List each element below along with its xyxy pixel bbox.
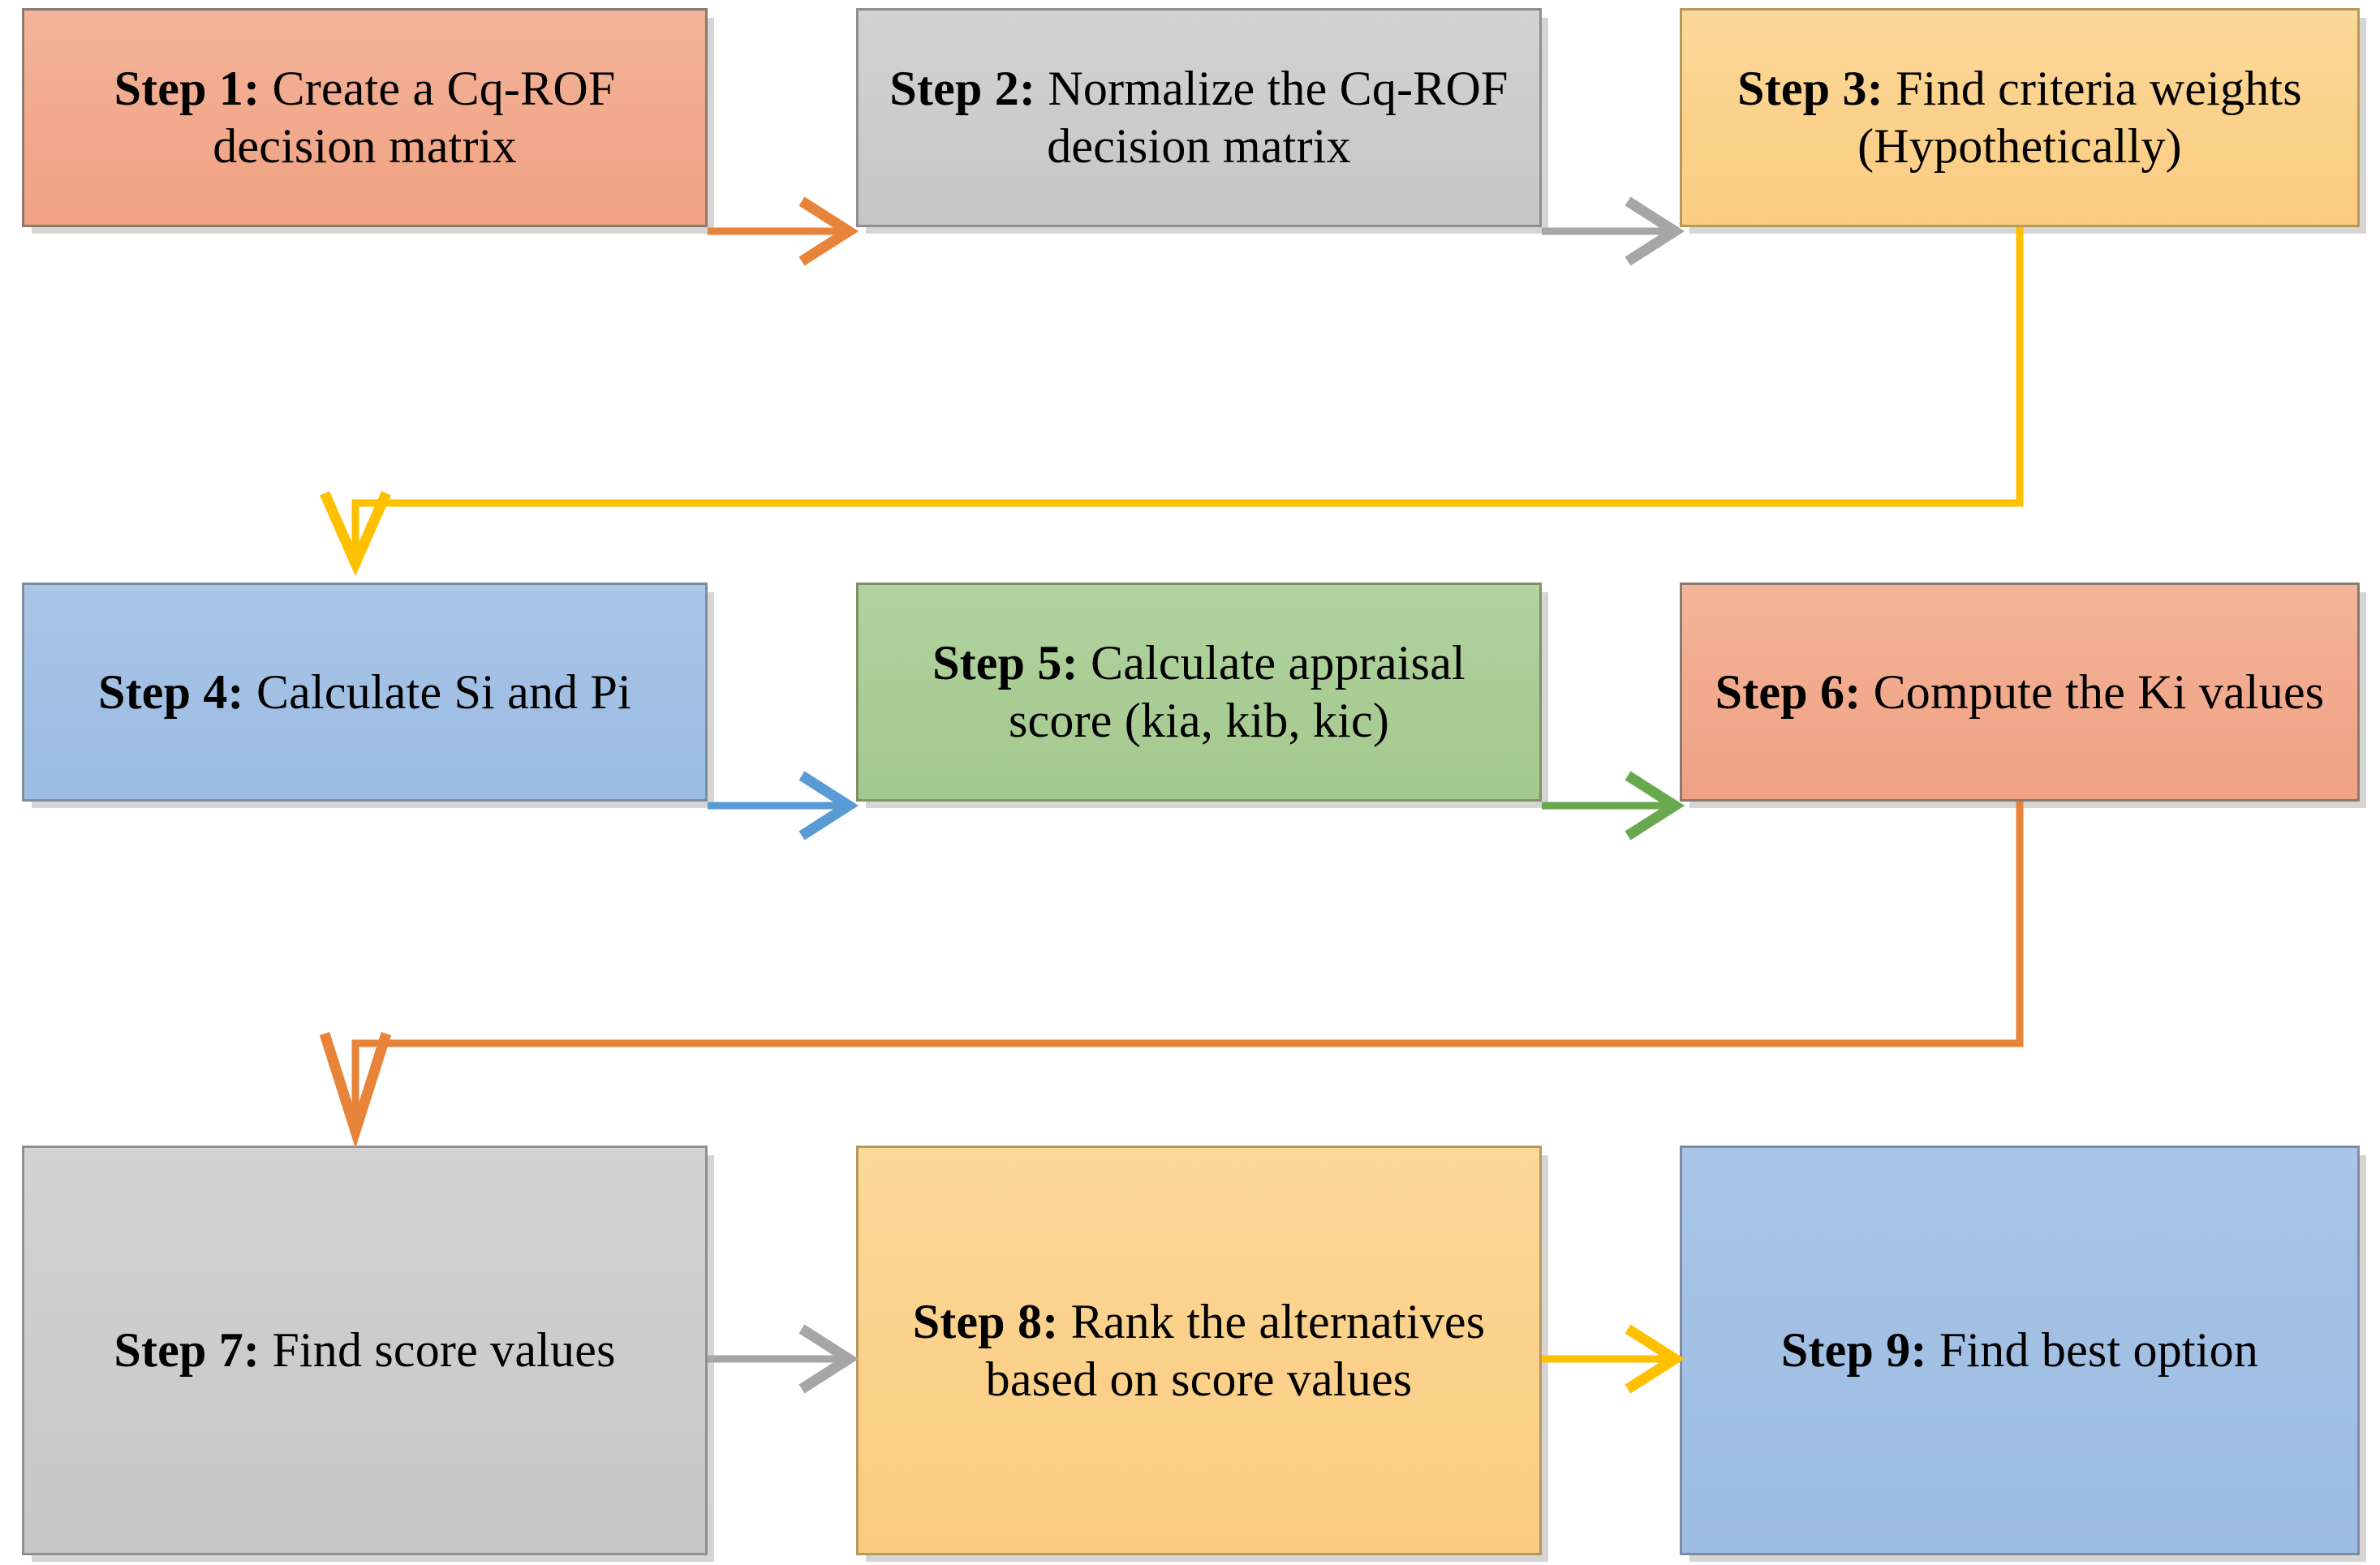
connector-step7-step8: [708, 1324, 859, 1394]
step-4-label: Step 4:: [98, 664, 256, 719]
connector-step4-step5: [708, 771, 859, 841]
step-6-label: Step 6:: [1715, 664, 1874, 719]
connector-step5-step6: [1542, 771, 1685, 841]
step-1-label: Step 1:: [114, 62, 273, 116]
step-box-7[interactable]: Step 7: Find score values: [22, 1146, 708, 1555]
step-box-2[interactable]: Step 2: Normalize the Cq-ROF decision ma…: [856, 8, 1542, 227]
step-box-8[interactable]: Step 8: Rank the alternatives based on s…: [856, 1146, 1542, 1555]
step-2-text: Step 2: Normalize the Cq-ROF decision ma…: [880, 60, 1518, 175]
step-4-body: Calculate Si and Pi: [256, 664, 631, 719]
step-6-text: Step 6: Compute the Ki values: [1715, 664, 2325, 721]
step-1-text: Step 1: Create a Cq-ROF decision matrix: [45, 60, 684, 175]
step-box-3[interactable]: Step 3: Find criteria weights (Hypotheti…: [1680, 8, 2360, 227]
step-5-label: Step 5:: [932, 636, 1091, 690]
connector-step6-step7: [319, 802, 2024, 1149]
step-box-9[interactable]: Step 9: Find best option: [1680, 1146, 2360, 1555]
step-8-label: Step 8:: [912, 1294, 1071, 1348]
step-5-text: Step 5: Calculate appraisal score (kia, …: [880, 634, 1518, 750]
step-9-body: Find best option: [1939, 1323, 2259, 1378]
step-6-body: Compute the Ki values: [1873, 664, 2325, 719]
step-box-1[interactable]: Step 1: Create a Cq-ROF decision matrix: [22, 8, 708, 227]
connector-step8-step9: [1542, 1324, 1685, 1394]
step-box-6[interactable]: Step 6: Compute the Ki values: [1680, 583, 2360, 802]
connector-step2-step3: [1542, 196, 1685, 266]
step-box-5[interactable]: Step 5: Calculate appraisal score (kia, …: [856, 583, 1542, 802]
step-9-label: Step 9:: [1780, 1323, 1939, 1378]
step-5-body: Calculate appraisal score (kia, kib, kic…: [1008, 636, 1465, 747]
step-3-text: Step 3: Find criteria weights (Hypotheti…: [1703, 60, 2336, 175]
step-2-label: Step 2:: [889, 62, 1048, 116]
step-3-label: Step 3:: [1737, 62, 1896, 116]
step-8-text: Step 8: Rank the alternatives based on s…: [880, 1293, 1518, 1408]
step-7-label: Step 7:: [114, 1323, 273, 1378]
step-7-text: Step 7: Find score values: [114, 1322, 615, 1379]
step-7-body: Find score values: [272, 1323, 616, 1378]
step-9-text: Step 9: Find best option: [1781, 1322, 2258, 1379]
step-8-body: Rank the alternatives based on score val…: [985, 1294, 1486, 1406]
step-2-body: Normalize the Cq-ROF decision matrix: [1047, 62, 1508, 173]
step-box-4[interactable]: Step 4: Calculate Si and Pi: [22, 583, 708, 802]
connector-step1-step2: [708, 196, 859, 266]
step-3-body: Find criteria weights (Hypothetically): [1857, 62, 2302, 173]
step-4-text: Step 4: Calculate Si and Pi: [98, 664, 631, 721]
step-1-body: Create a Cq-ROF decision matrix: [213, 62, 616, 173]
connector-step3-step4: [320, 227, 2024, 577]
